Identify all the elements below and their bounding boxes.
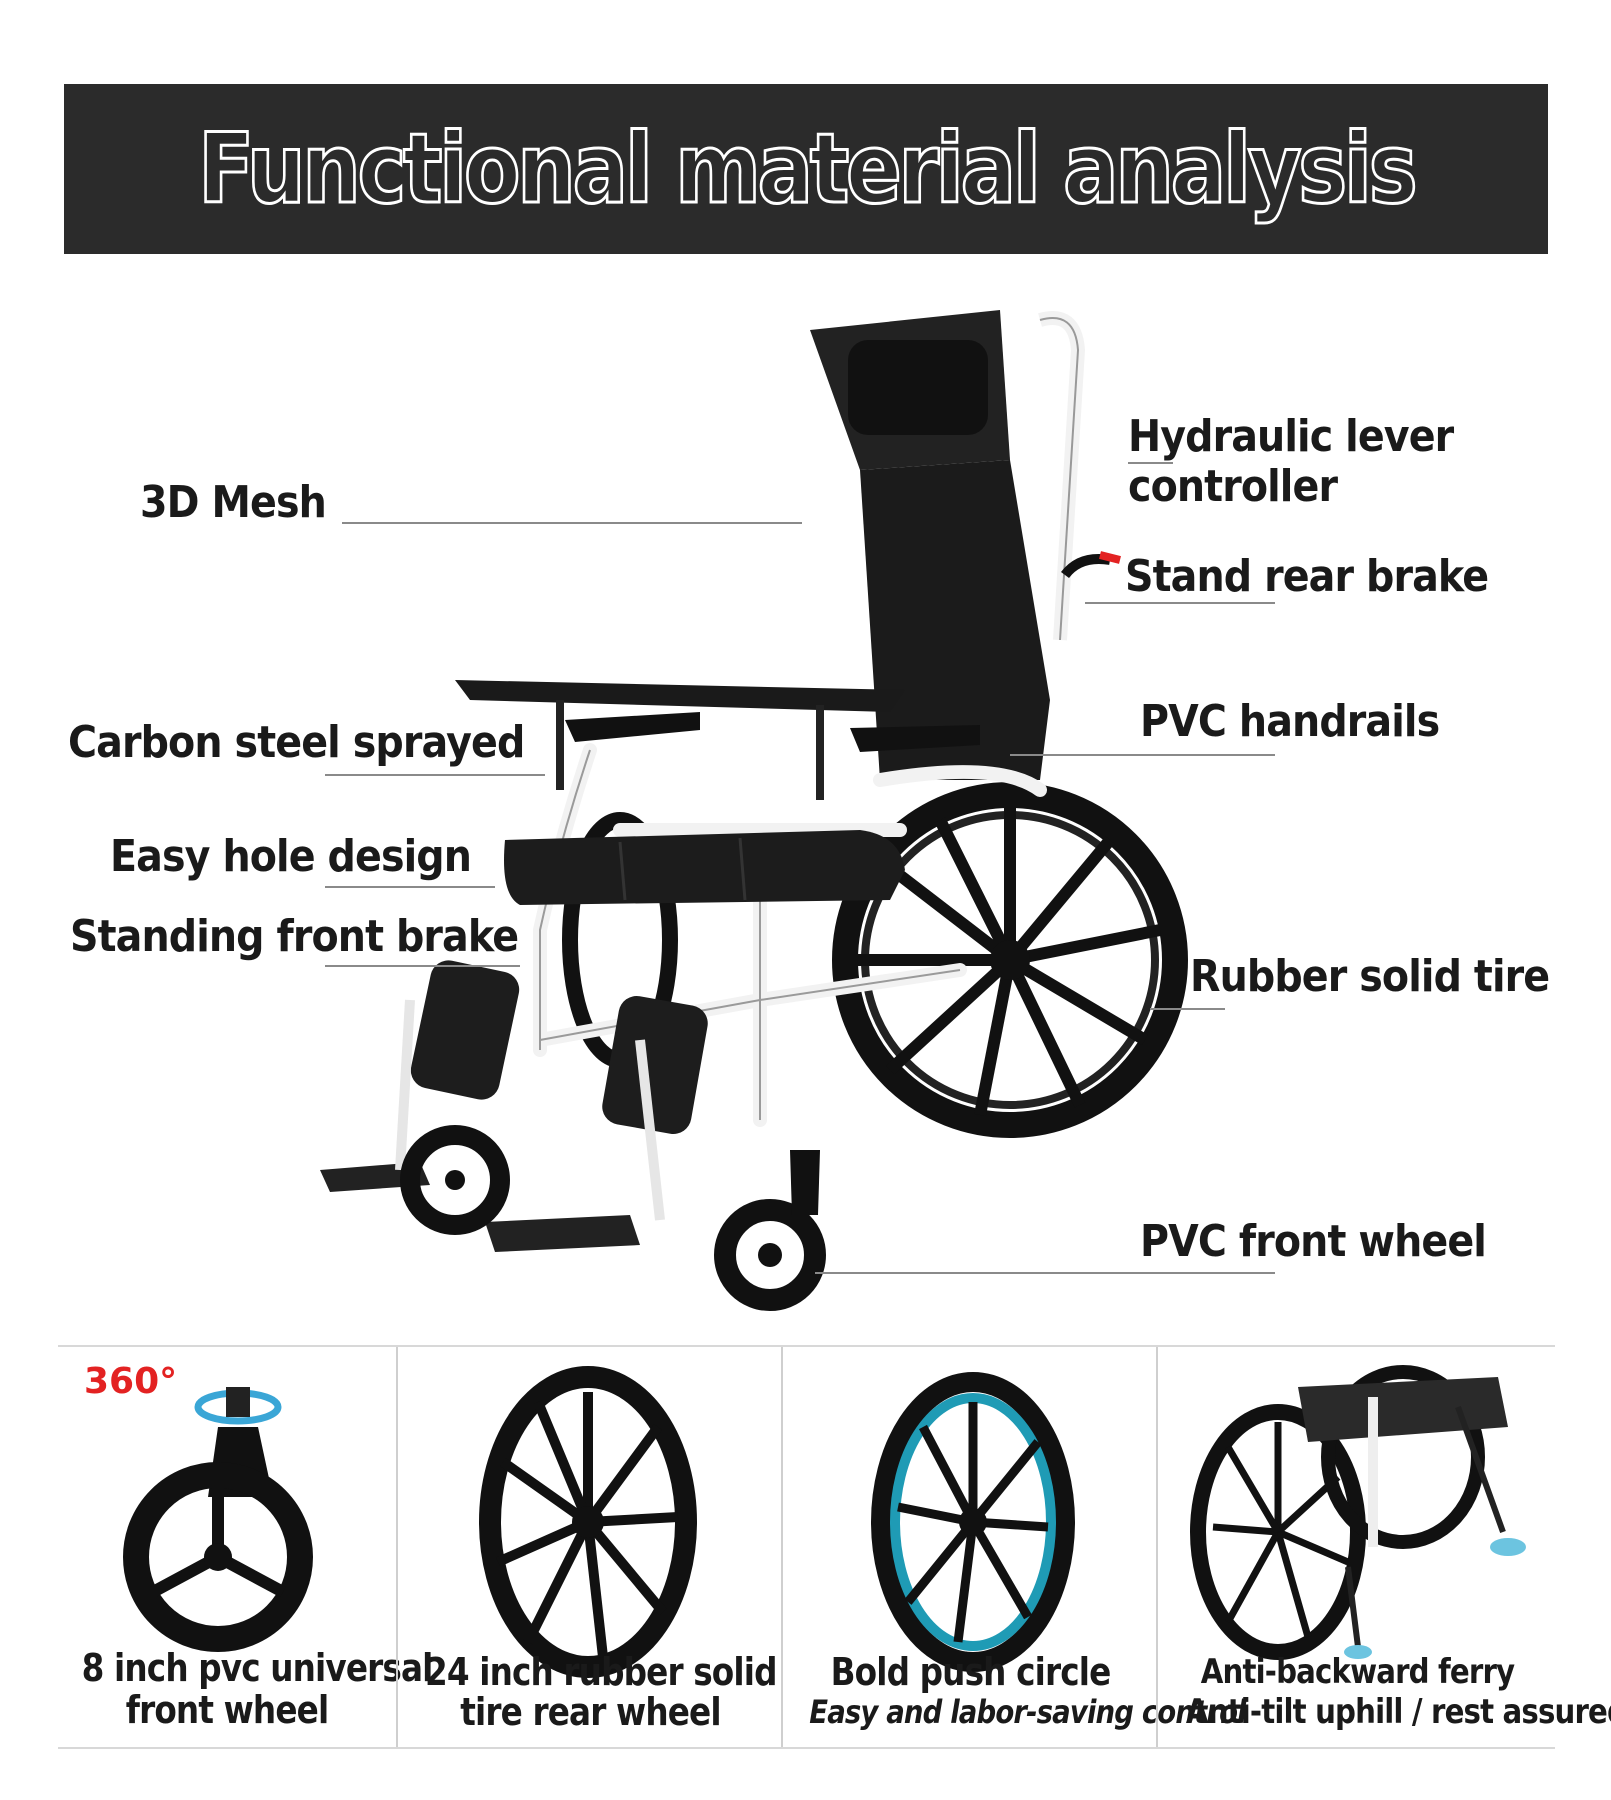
callout-3d-mesh: 3D Mesh (140, 477, 327, 528)
panel-front-wheel-caption: 8 inch pvc universal front wheel (81, 1646, 434, 1732)
panel-front-wheel: 360° 8 inch pvc universal front wheel (58, 1347, 434, 1747)
page-title: Functional material analysis (197, 112, 1419, 227)
callout-hydraulic-lever: Hydraulic lever controller (1128, 411, 1454, 512)
leader-pvc-handrails (1010, 754, 1275, 756)
panel-rear-wheel-caption: 24 inch rubber solid tire rear wheel (424, 1650, 778, 1734)
seat (504, 830, 905, 905)
leader-easy-hole (325, 886, 495, 888)
front-caster-right (714, 1199, 826, 1311)
callout-easy-hole: Easy hole design (110, 831, 472, 882)
leader-3d-mesh (342, 522, 802, 524)
callout-carbon-steel: Carbon steel sprayed (68, 717, 525, 768)
callout-rubber-tire: Rubber solid tire (1190, 951, 1550, 1002)
panel-push-circle: Bold push circle Easy and labor-saving c… (781, 1347, 1247, 1747)
callout-front-brake: Standing front brake (70, 911, 519, 962)
callout-pvc-handrails: PVC handrails (1140, 696, 1440, 747)
panel-push-circle-caption: Bold push circle Easy and labor-saving c… (809, 1650, 1246, 1731)
front-caster-left (400, 1125, 510, 1235)
rear-wheel (832, 782, 1188, 1138)
panel-anti-tilt-caption: Anti-backward ferry Anti-tilt uphill / r… (1185, 1652, 1611, 1732)
backrest (860, 460, 1050, 780)
callout-rear-brake: Stand rear brake (1125, 551, 1489, 602)
push-rim-wheel-icon (871, 1372, 1075, 1672)
callout-front-wheel: PVC front wheel (1140, 1216, 1487, 1267)
leader-front-brake (325, 965, 520, 967)
panel-anti-tilt: Anti-backward ferry Anti-tilt uphill / r… (1156, 1347, 1611, 1747)
feature-panels: 360° 8 inch pvc universal front wheel (58, 1345, 1611, 1749)
rotation-badge: 360° (84, 1361, 178, 1402)
leader-hydraulic-lever (1128, 462, 1173, 464)
leader-rubber-tire (1150, 1008, 1225, 1010)
wheelchair-illustration (320, 310, 1188, 1311)
leader-carbon-steel (325, 774, 545, 776)
leader-rear-brake (1085, 602, 1275, 604)
tray (455, 680, 905, 712)
rear-wheel-icon (479, 1366, 697, 1678)
panel-rear-wheel: 24 inch rubber solid tire rear wheel (396, 1347, 783, 1747)
leader-front-wheel (815, 1272, 1275, 1274)
title-banner: Functional material analysis (64, 84, 1548, 254)
anti-tilt-wheel-icon (1190, 1365, 1526, 1660)
caster-wheel-icon (123, 1387, 313, 1652)
